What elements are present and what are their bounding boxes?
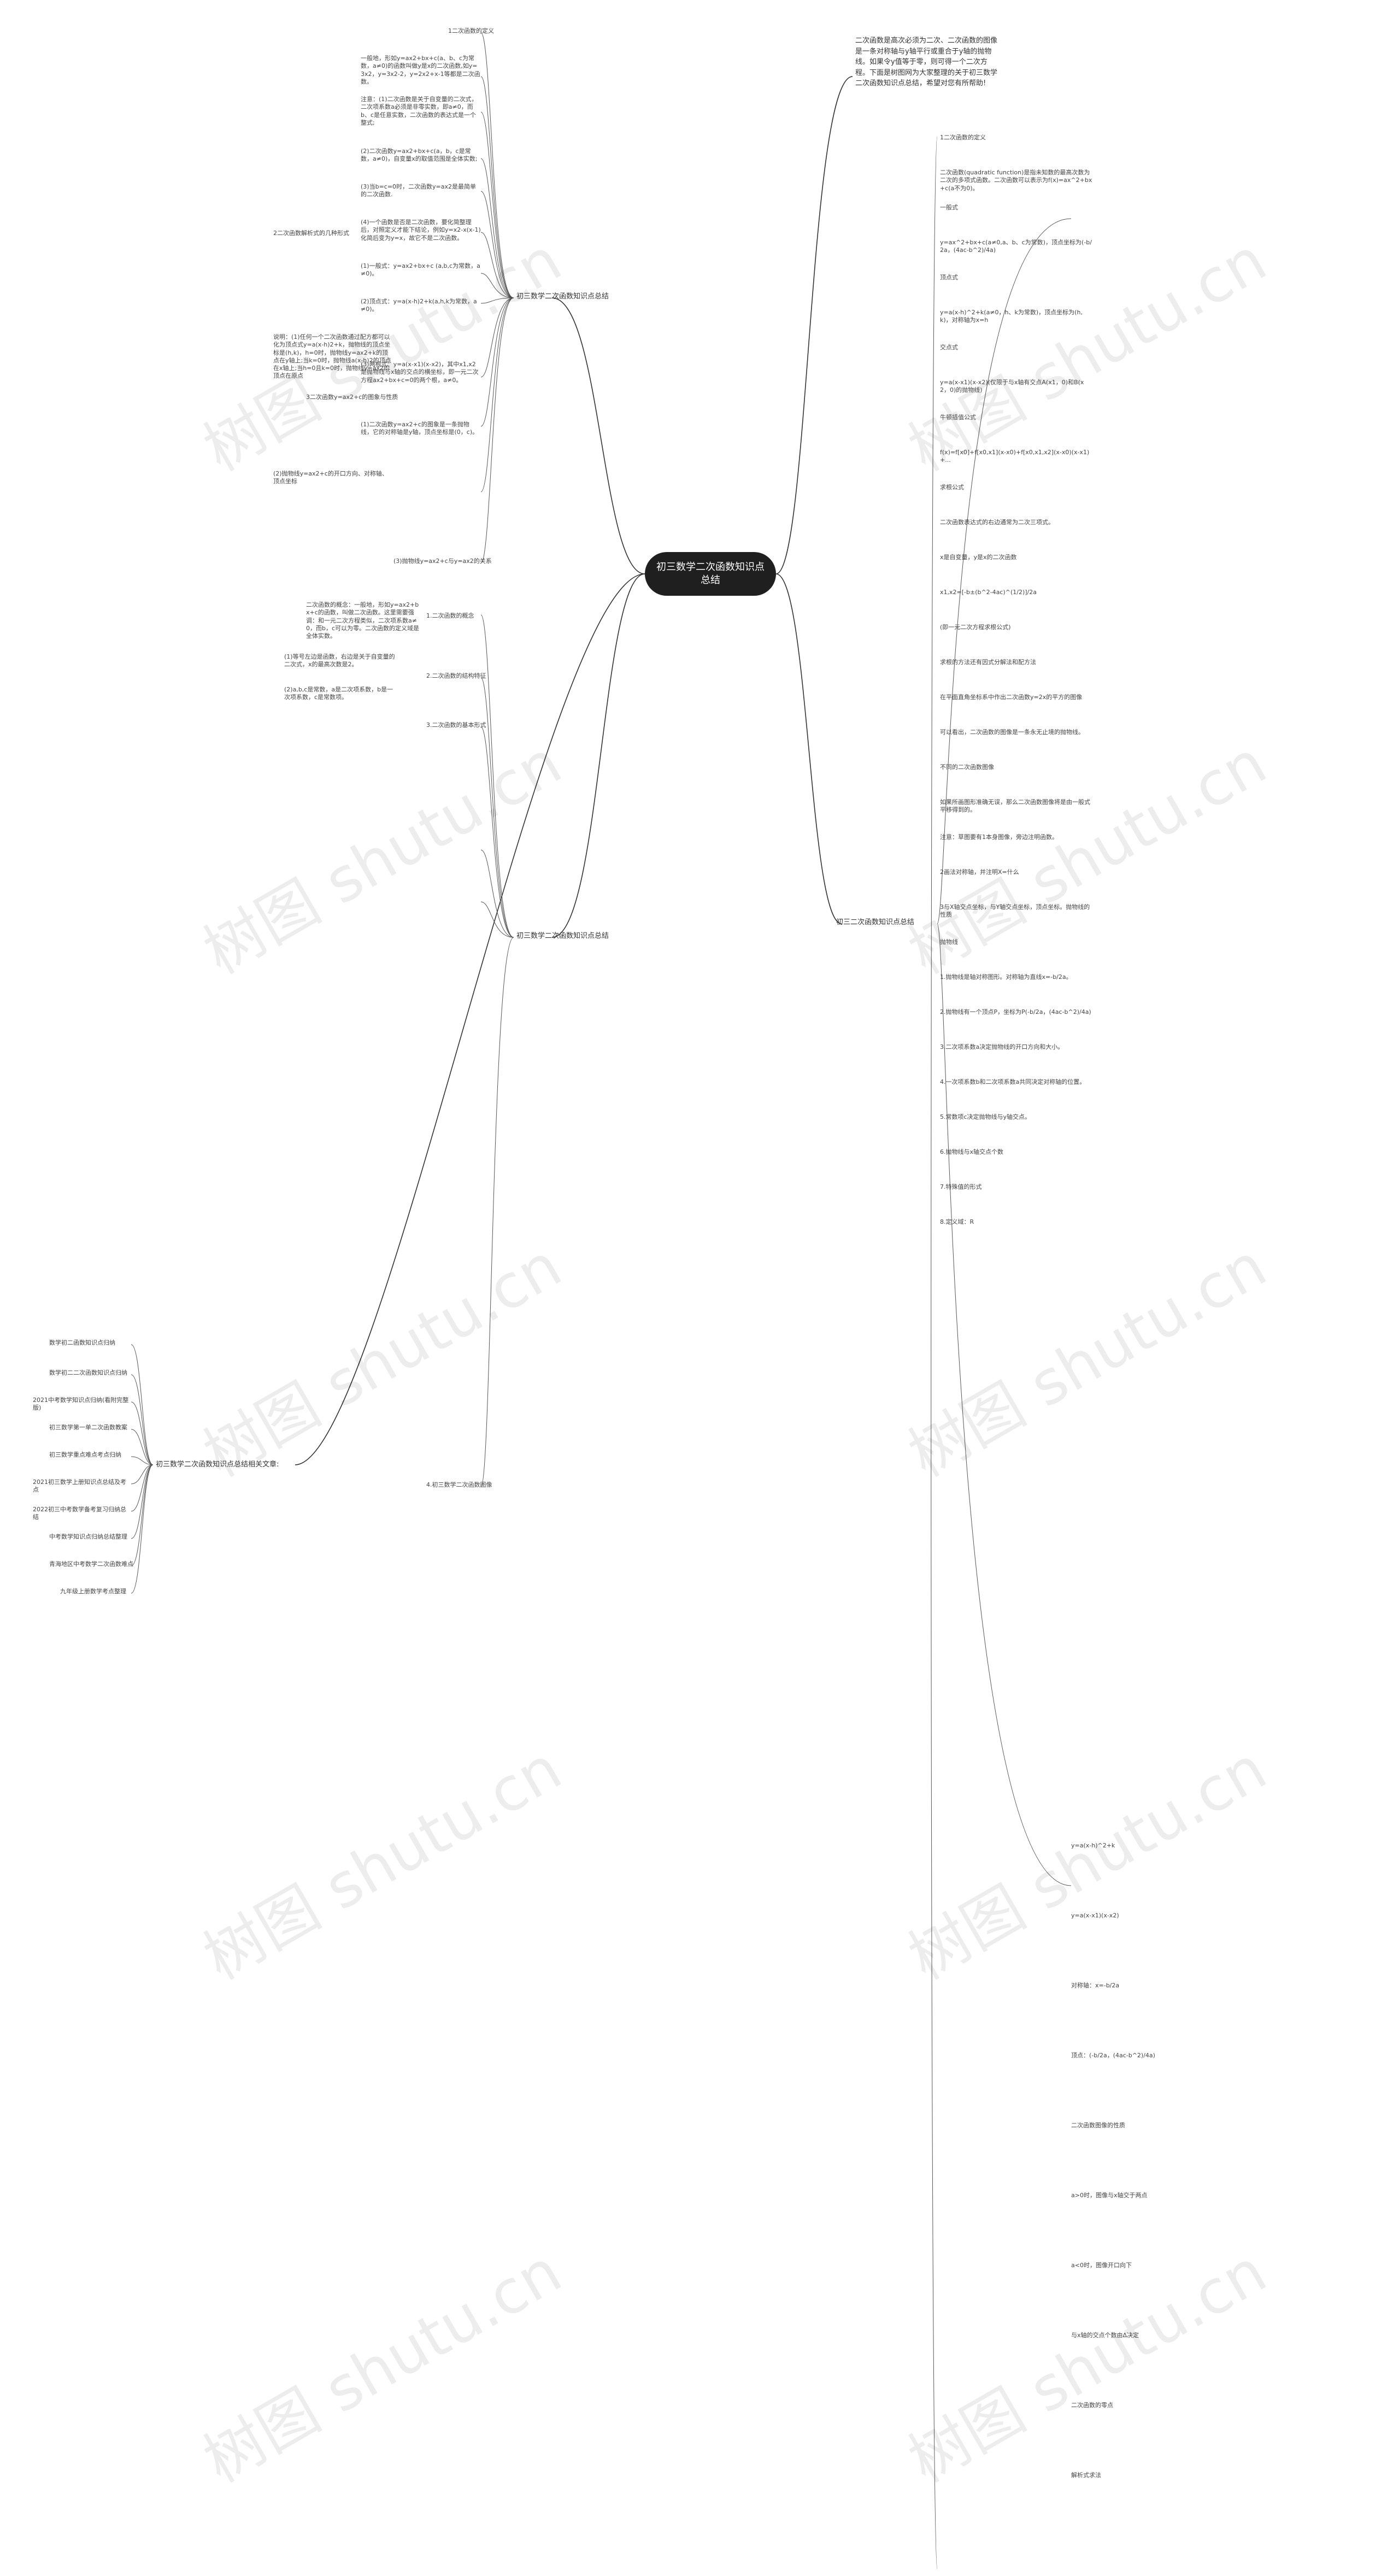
left2-item-7[interactable]: 4.初三数学二次函数图像: [426, 1481, 492, 1488]
related-article-4[interactable]: 初三数学第一单二次函数教案: [49, 1424, 127, 1431]
right-item-20[interactable]: 如果所画图形准确无误，那么二次函数图像将是由一般式平移得到的。: [940, 799, 1090, 814]
related-article-5[interactable]: 初三数学重点难点考点归纳: [49, 1451, 121, 1458]
right-lower-item-9[interactable]: 二次函数的零点: [1071, 2402, 1113, 2409]
right-lower-item-2[interactable]: y=a(x-x1)(x-x2): [1071, 1912, 1119, 1919]
left2-item-5[interactable]: (2)a,b,c是常数，a是二次项系数，b是一次项系数，c是常数项。: [284, 686, 393, 701]
branch-left-2[interactable]: 初三数学二次函数知识点总结: [516, 932, 609, 940]
right-item-3[interactable]: 一般式: [940, 204, 958, 211]
right-item-12[interactable]: 二次函数表达式的右边通常为二次三项式。: [940, 519, 1054, 526]
left2-item-4[interactable]: (1)等号左边是函数，右边是关于自变量的二次式，x的最高次数是2。: [284, 653, 395, 668]
related-article-2[interactable]: 数学初二二次函数知识点归纳: [49, 1369, 127, 1376]
right-item-5[interactable]: 顶点式: [940, 274, 958, 281]
left1-item-9[interactable]: (2)顶点式：y=a(x-h)2+k(a,h,k为常数，a≠0)。: [361, 298, 477, 313]
right-item-11[interactable]: 求根公式: [940, 484, 964, 491]
right-lower-item-3[interactable]: 对称轴：x=-b/2a: [1071, 1982, 1120, 1989]
right-lower-item-8[interactable]: 与x轴的交点个数由Δ决定: [1071, 2332, 1139, 2339]
right-item-13[interactable]: x是自变量，y是x的二次函数: [940, 554, 1017, 561]
left2-item-3[interactable]: 2.二次函数的结构特征: [426, 672, 486, 679]
right-item-27[interactable]: 3.二次项系数a决定抛物线的开口方向和大小。: [940, 1043, 1064, 1051]
right-item-14[interactable]: x1,x2=[-b±(b^2-4ac)^(1/2)]/2a: [940, 589, 1037, 596]
left1-item-15[interactable]: (3)抛物线y=ax2+c与y=ax2的关系: [393, 558, 492, 565]
related-article-7[interactable]: 2022初三中考数学备考复习归纳总结: [33, 1506, 126, 1521]
central-topic[interactable]: 初三数学二次函数知识点总结: [645, 552, 776, 596]
left1-item-5[interactable]: (3)当b=c=0时，二次函数y=ax2是最简单的二次函数.: [361, 183, 477, 198]
right-item-32[interactable]: 8.定义域：R: [940, 1218, 974, 1225]
watermark: 树图 shutu.cn: [897, 1733, 1278, 1993]
right-item-22[interactable]: 2画法对称轴，并注明X=什么: [940, 869, 1019, 876]
right-item-30[interactable]: 6.抛物线与x轴交点个数: [940, 1148, 1004, 1155]
related-article-8[interactable]: 中考数学知识点归纳总结整理: [49, 1533, 127, 1540]
right-item-19[interactable]: 不同的二次函数图像: [940, 764, 994, 771]
watermark: 树图 shutu.cn: [192, 727, 573, 988]
right-item-9[interactable]: 牛顿插值公式: [940, 414, 976, 421]
watermark: 树图 shutu.cn: [192, 1230, 573, 1491]
right-lower-item-5[interactable]: 二次函数图像的性质: [1071, 2122, 1125, 2129]
right-item-10[interactable]: f(x)=f[x0]+f[x0,x1](x-x0)+f[x0,x1,x2](x-…: [940, 449, 1090, 464]
related-article-9[interactable]: 青海地区中考数学二次函数难点: [49, 1560, 133, 1568]
watermark: 树图 shutu.cn: [192, 1733, 573, 1993]
right-item-17[interactable]: 在平面直角坐标系中作出二次函数y=2x的平方的图像: [940, 694, 1083, 701]
right-item-23[interactable]: 3与X轴交点坐标，与Y轴交点坐标，顶点坐标。抛物线的性质: [940, 903, 1090, 919]
right-lower-item-7[interactable]: a<0时，图像开口向下: [1071, 2262, 1132, 2269]
right-lower-item-1[interactable]: y=a(x-h)^2+k: [1071, 1842, 1115, 1849]
left1-item-14[interactable]: (2)抛物线y=ax2+c的开口方向、对称轴、顶点坐标: [273, 470, 388, 485]
watermark: 树图 shutu.cn: [897, 1230, 1278, 1491]
left1-item-12[interactable]: 3二次函数y=ax2+c的图象与性质: [306, 394, 398, 401]
related-article-6[interactable]: 2021初三数学上册知识点总结及考点: [33, 1478, 126, 1494]
branch-related-articles[interactable]: 初三数学二次函数知识点总结相关文章:: [156, 1460, 279, 1469]
right-item-25[interactable]: 1.抛物线是轴对称图形。对称轴为直线x=-b/2a。: [940, 973, 1072, 981]
branch-right[interactable]: 初三二次函数知识点总结: [836, 918, 915, 926]
related-article-1[interactable]: 数学初二函数知识点归纳: [49, 1339, 115, 1346]
right-item-8[interactable]: y=a(x-x1)(x-x2)(仅限于与x轴有交点A(x1，0)和B(x2，0)…: [940, 379, 1084, 394]
right-item-31[interactable]: 7.特殊值的形式: [940, 1183, 982, 1190]
related-article-10[interactable]: 九年级上册数学考点整理: [60, 1588, 126, 1595]
right-item-26[interactable]: 2.抛物线有一个顶点P，坐标为P(-b/2a，(4ac-b^2)/4a): [940, 1008, 1091, 1016]
right-item-16[interactable]: 求根的方法还有因式分解法和配方法: [940, 659, 1036, 666]
branch-left-1[interactable]: 初三数学二次函数知识点总结: [516, 292, 609, 301]
left1-item-11[interactable]: 说明：(1)任何一个二次函数通过配方都可以化为顶点式y=a(x-h)2+k，抛物…: [273, 333, 391, 380]
right-item-2[interactable]: 二次函数(quadratic function)是指未知数的最高次数为二次的多项…: [940, 169, 1092, 192]
right-item-24[interactable]: 抛物线: [940, 938, 958, 946]
left1-item-10[interactable]: (3)两根式：y=a(x-x1)(x-x2)，其中x1,x2是抛物线与x轴的交点…: [361, 361, 479, 384]
right-item-18[interactable]: 可以看出，二次函数的图像是一条永无止境的抛物线。: [940, 729, 1084, 736]
right-item-28[interactable]: 4.一次项系数b和二次项系数a共同决定对称轴的位置。: [940, 1078, 1086, 1085]
left2-item-6[interactable]: 3.二次函数的基本形式: [426, 721, 486, 729]
right-item-21[interactable]: 注意：草图要有1本身图像，旁边注明函数。: [940, 834, 1058, 841]
left1-item-6[interactable]: (4)一个函数是否是二次函数，要化简整理后，对照定义才能下结论，例如y=x2-x…: [361, 219, 481, 242]
right-lower-item-4[interactable]: 顶点：(-b/2a，(4ac-b^2)/4a): [1071, 2052, 1155, 2059]
left2-item-1[interactable]: 1.二次函数的概念: [426, 612, 474, 619]
right-item-4[interactable]: y=ax^2+bx+c(a≠0,a、b、c为常数)，顶点坐标为(-b/2a，(4…: [940, 239, 1092, 254]
left1-item-2[interactable]: 一般地，形如y=ax2+bx+c(a、b、c为常数，a≠0)的函数叫做y是x的二…: [361, 55, 480, 85]
right-item-7[interactable]: 交点式: [940, 344, 958, 351]
right-item-1[interactable]: 1二次函数的定义: [940, 134, 986, 141]
left2-item-2[interactable]: 二次函数的概念：一般地，形如y=ax2+bx+c的函数，叫做二次函数。这里需要强…: [306, 601, 420, 640]
right-item-6[interactable]: y=a(x-h)^2+k(a≠0，h、k为常数)，顶点坐标为(h,k)，对称轴为…: [940, 309, 1083, 324]
right-lower-item-10[interactable]: 解析式求法: [1071, 2472, 1101, 2479]
right-item-29[interactable]: 5.常数项c决定抛物线与y轴交点。: [940, 1113, 1031, 1120]
left1-item-7[interactable]: 2二次函数解析式的几种形式: [273, 230, 349, 237]
right-lower-item-6[interactable]: a>0时，图像与x轴交于两点: [1071, 2192, 1148, 2199]
left1-item-4[interactable]: (2)二次函数y=ax2+bx+c(a，b，c是常数，a≠0)，自变量x的取值范…: [361, 148, 478, 163]
right-item-15[interactable]: (即一元二次方程求根公式): [940, 624, 1011, 631]
intro-text: 二次函数是高次必须为二次、二次函数的图像是一条对称轴与y轴平行或重合于y轴的抛物…: [855, 37, 998, 87]
left1-item-1[interactable]: 1二次函数的定义: [448, 27, 494, 34]
watermark: 树图 shutu.cn: [192, 2235, 573, 2496]
left1-item-13[interactable]: (1)二次函数y=ax2+c的图象是一条抛物线，它的对称轴是y轴，顶点坐标是(0…: [361, 421, 479, 436]
left1-item-3[interactable]: 注意：(1)二次函数是关于自变量的二次式，二次项系数a必须是非零实数，即a≠0，…: [361, 96, 478, 126]
watermark: 树图 shutu.cn: [897, 727, 1278, 988]
left1-item-8[interactable]: (1)一般式：y=ax2+bx+c (a,b,c为常数，a≠0)。: [361, 262, 480, 278]
related-article-3[interactable]: 2021中考数学知识点归纳(看附完整版): [33, 1396, 129, 1412]
